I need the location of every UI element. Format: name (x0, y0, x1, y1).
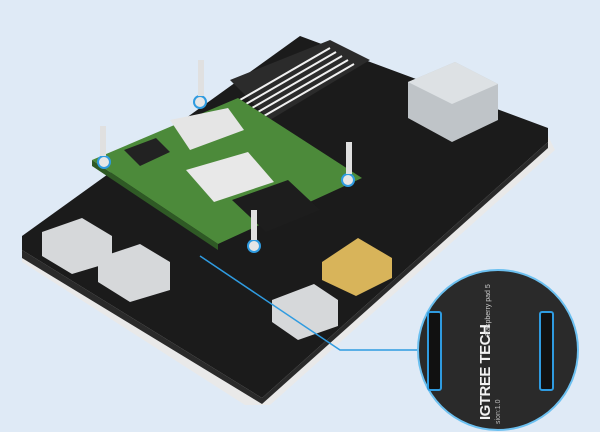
compute-module (92, 98, 362, 250)
hdmi-port (322, 238, 392, 296)
brand-text: IGTREE TECH (477, 325, 494, 420)
callout-line (199, 255, 418, 351)
detail-callout-circle (417, 269, 579, 431)
model-text: Raspberry pad 5 (485, 284, 492, 336)
usb-ports (42, 218, 338, 340)
ethernet-port (408, 62, 498, 142)
gpio-header (230, 40, 370, 120)
version-text: sion:1.0 (495, 399, 502, 424)
